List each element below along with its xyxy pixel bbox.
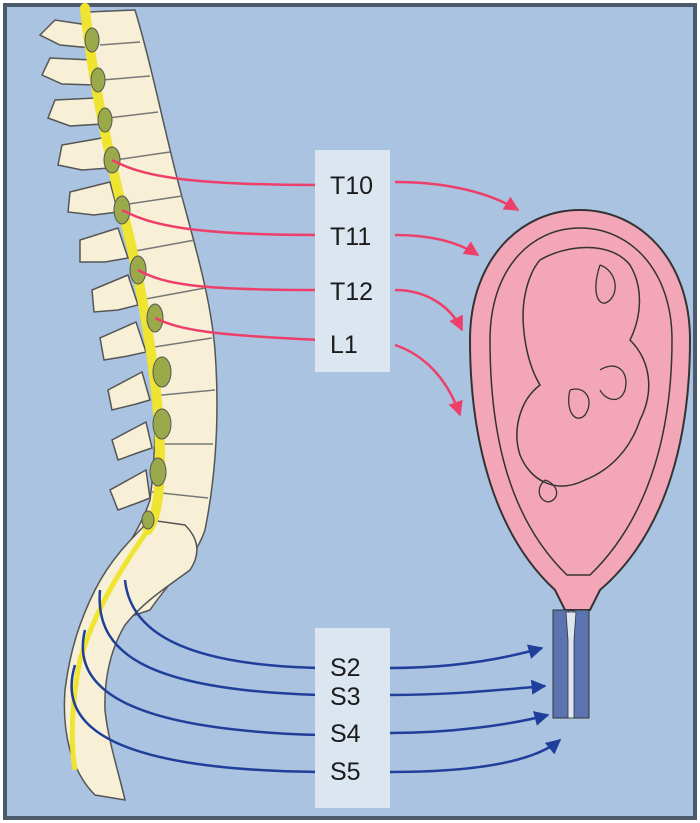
label-t10: T10 bbox=[330, 172, 373, 200]
label-s4: S4 bbox=[330, 720, 361, 748]
label-s5: S5 bbox=[330, 758, 361, 786]
label-s2: S2 bbox=[330, 654, 361, 682]
cervix-left bbox=[553, 610, 569, 718]
cervix-right bbox=[573, 610, 589, 718]
label-t12: T12 bbox=[330, 278, 373, 306]
label-t11: T11 bbox=[330, 223, 371, 251]
label-s3: S3 bbox=[330, 683, 361, 711]
label-l1: L1 bbox=[330, 331, 358, 359]
